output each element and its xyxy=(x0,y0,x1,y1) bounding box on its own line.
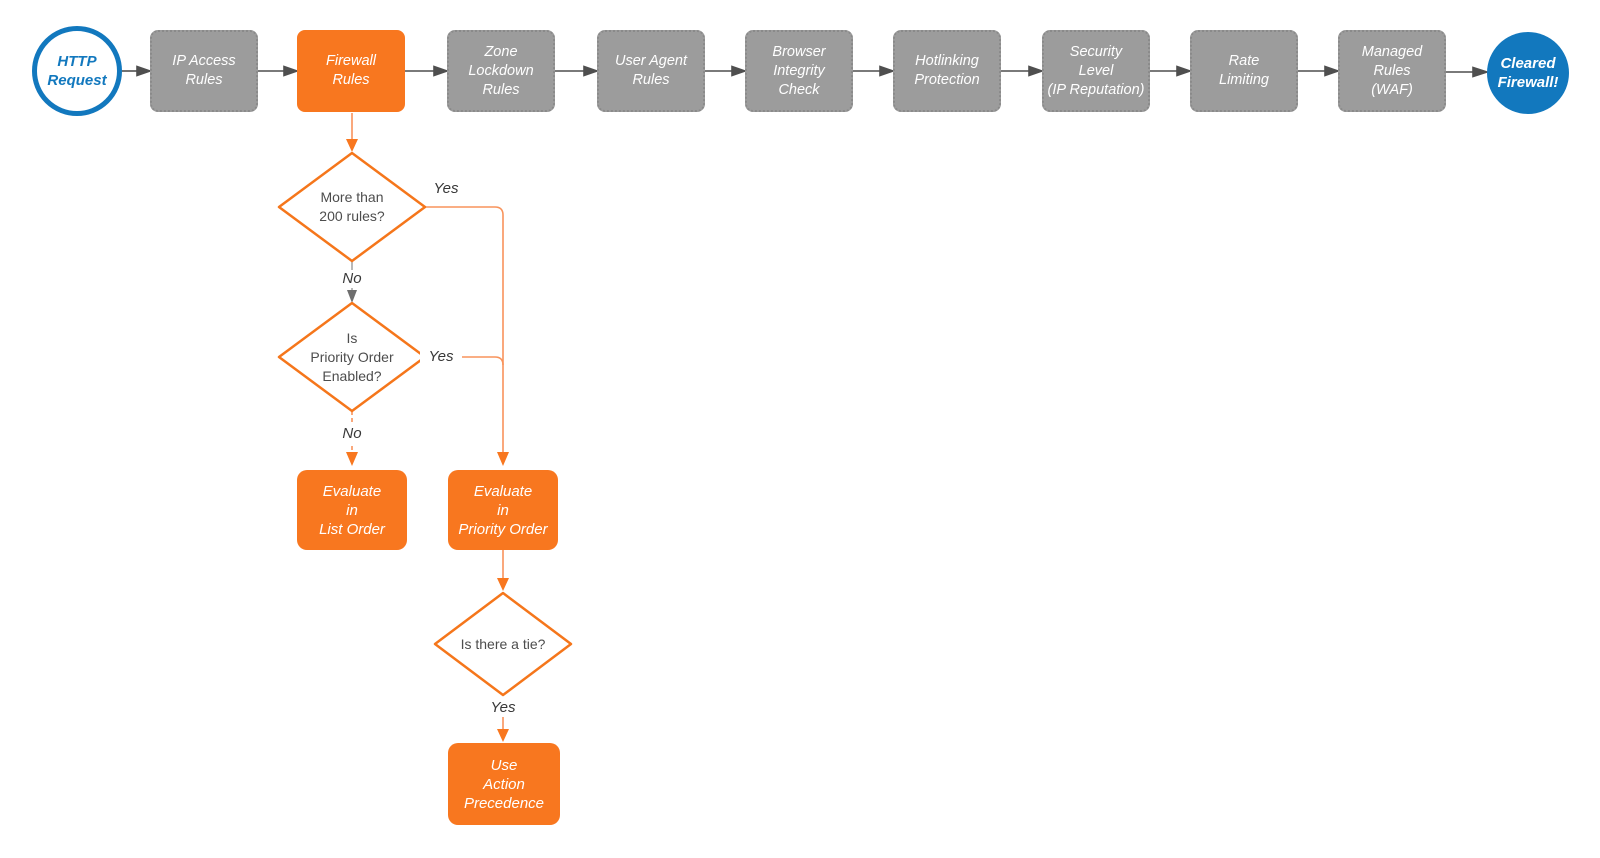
pipeline-arrows xyxy=(122,65,1490,78)
node-cleared-firewall: Cleared Firewall! xyxy=(1487,32,1569,114)
node-label: Rate Limiting xyxy=(1219,53,1269,88)
diamond-is-there-a-tie xyxy=(433,591,573,697)
edge-label-yes-priority-enabled: Yes xyxy=(420,348,462,366)
decision-tree-edges xyxy=(346,113,509,742)
arrow-managed-to-cleared xyxy=(1446,66,1490,78)
edge-yes-priority-enabled-merge xyxy=(425,356,504,366)
diamond-more-than-200-rules xyxy=(277,151,427,263)
edge-label-no-more-than-200: No xyxy=(336,270,368,288)
arrow-browser-to-hotlinking xyxy=(853,65,896,77)
diamond-text: Is there a tie? xyxy=(460,635,546,652)
edge-yes-more-than-200-to-priority-order xyxy=(425,206,509,466)
node-evaluate-in-priority-order: Evaluate in Priority Order xyxy=(448,470,558,550)
edge-no-priority-enabled-to-list-order xyxy=(346,411,358,466)
node-zone-lockdown-rules: Zone Lockdown Rules xyxy=(447,30,555,112)
edge-label-no-priority-enabled: No xyxy=(336,425,368,443)
node-use-action-precedence: Use Action Precedence xyxy=(448,743,560,825)
arrow-ip-access-to-firewall xyxy=(258,65,300,77)
node-label: Managed Rules (WAF) xyxy=(1361,43,1423,98)
node-label: Security Level (IP Reputation) xyxy=(1047,43,1145,98)
node-label: Hotlinking Protection xyxy=(914,53,980,88)
node-user-agent-rules: User Agent Rules xyxy=(597,30,705,112)
diamond-text: Is Priority Order Enabled? xyxy=(310,329,394,384)
node-label: Cleared Firewall! xyxy=(1497,55,1559,91)
diamond-label-more-than-200-rules: More than 200 rules? xyxy=(282,180,422,234)
node-label: Zone Lockdown Rules xyxy=(468,43,534,98)
node-label: Evaluate in List Order xyxy=(319,482,385,538)
diamond-label-is-there-a-tie: Is there a tie? xyxy=(433,634,573,654)
edge-firewall-to-more-than-200 xyxy=(346,113,358,152)
node-http-request: HTTP Request xyxy=(32,26,122,116)
edge-label-text: No xyxy=(342,270,362,287)
node-security-level-ip-reputation: Security Level (IP Reputation) xyxy=(1042,30,1150,112)
node-label: HTTP Request xyxy=(47,53,107,89)
arrow-hotlinking-to-security-level xyxy=(1001,65,1045,77)
node-label: Firewall Rules xyxy=(326,53,376,88)
edge-label-yes-more-than-200: Yes xyxy=(425,180,467,198)
diamond-label-is-priority-order-enabled: Is Priority Order Enabled? xyxy=(272,328,432,386)
edge-priority-order-to-tie xyxy=(497,550,509,591)
edge-label-text: Yes xyxy=(433,180,459,197)
node-label: IP Access Rules xyxy=(172,53,236,88)
node-label: Browser Integrity Check xyxy=(772,43,826,98)
edge-yes-tie-to-action-precedence xyxy=(497,717,509,742)
node-label: Evaluate in Priority Order xyxy=(458,482,548,538)
node-browser-integrity-check: Browser Integrity Check xyxy=(745,30,853,112)
edge-label-text: No xyxy=(342,425,362,442)
node-evaluate-in-list-order: Evaluate in List Order xyxy=(297,470,407,550)
node-managed-rules-waf: Managed Rules (WAF) xyxy=(1338,30,1446,112)
arrow-http-to-ip-access xyxy=(122,65,153,77)
decision-diamonds xyxy=(277,151,573,697)
node-firewall-rules: Firewall Rules xyxy=(297,30,405,112)
edge-label-text: Yes xyxy=(490,699,516,716)
diamond-is-priority-order-enabled xyxy=(277,301,427,413)
node-hotlinking-protection: Hotlinking Protection xyxy=(893,30,1001,112)
arrow-user-agent-to-browser-integrity xyxy=(705,65,748,77)
arrow-security-to-rate-limiting xyxy=(1150,65,1193,77)
node-ip-access-rules: IP Access Rules xyxy=(150,30,258,112)
node-rate-limiting: Rate Limiting xyxy=(1190,30,1298,112)
arrow-zone-to-user-agent xyxy=(555,65,600,77)
diamond-text: More than 200 rules? xyxy=(319,189,385,224)
node-label: Use Action Precedence xyxy=(463,756,545,812)
edge-label-text: Yes xyxy=(428,348,454,365)
edge-label-yes-there-is-tie: Yes xyxy=(482,699,524,717)
node-label: User Agent Rules xyxy=(615,53,687,88)
arrow-rate-to-managed-rules xyxy=(1298,65,1341,77)
arrow-firewall-to-zone-lockdown xyxy=(405,65,450,77)
